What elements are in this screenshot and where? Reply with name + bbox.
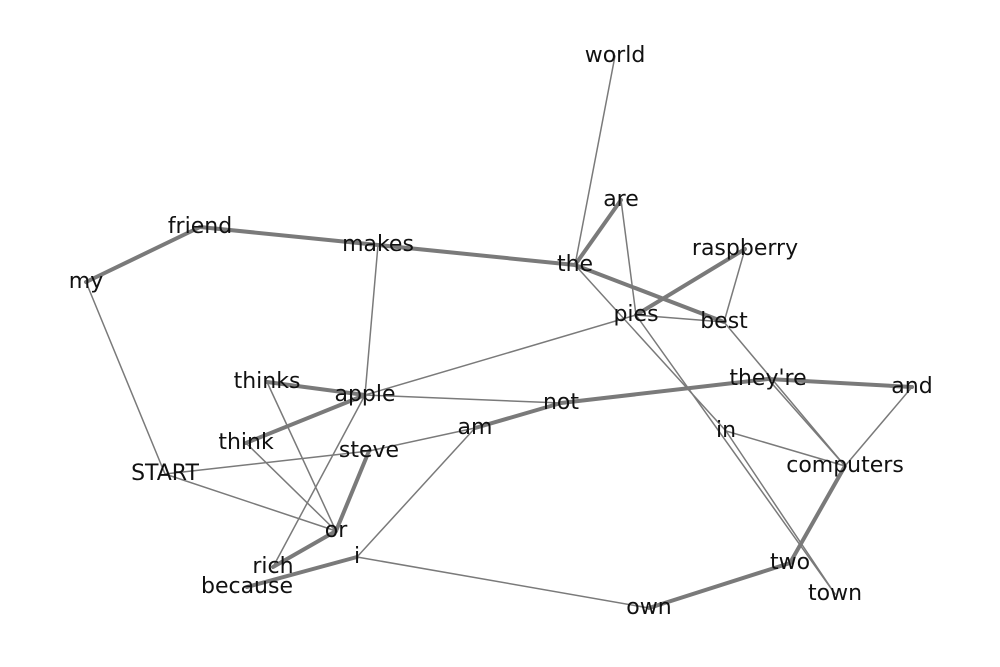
- edge-layer: [84, 55, 914, 610]
- edge-apple-not: [364, 394, 562, 404]
- node-label-i: i: [354, 544, 360, 569]
- edge-in-computers: [725, 430, 846, 467]
- edge-makes-apple: [364, 244, 379, 396]
- node-label-pies: pies: [613, 302, 658, 327]
- node-label-thinks: thinks: [234, 369, 301, 394]
- node-label-or: or: [325, 518, 348, 543]
- edge-theyre-and: [766, 377, 914, 389]
- edge-or-rich: [271, 529, 338, 569]
- node-label-because: because: [201, 574, 293, 599]
- node-label-computers: computers: [786, 453, 904, 478]
- edge-own-two: [647, 561, 792, 610]
- edge-i-own: [356, 556, 650, 609]
- edge-pies-apple: [364, 314, 637, 396]
- node-label-own: own: [626, 595, 671, 620]
- edge-not-am: [473, 401, 563, 430]
- edge-the-world: [574, 55, 616, 266]
- node-label-not: not: [543, 390, 579, 415]
- node-label-theyre: they're: [729, 366, 806, 391]
- edge-friend-makes: [198, 225, 380, 247]
- edge-START-or: [164, 473, 337, 532]
- edge-apple-rich: [272, 394, 366, 568]
- edge-am-i: [356, 427, 476, 558]
- edge-apple-think: [244, 393, 367, 445]
- node-label-steve: steve: [339, 438, 399, 463]
- node-label-are: are: [603, 187, 639, 212]
- edge-the-in: [574, 264, 727, 432]
- node-label-apple: apple: [334, 382, 395, 407]
- edge-not-theyre: [559, 377, 770, 405]
- edge-am-steve: [368, 427, 476, 452]
- edge-think-or: [245, 442, 337, 532]
- edge-pies-best: [635, 314, 725, 323]
- node-label-am: am: [458, 415, 493, 440]
- node-label-think: think: [218, 430, 274, 455]
- edge-thinks-apple: [265, 380, 367, 397]
- node-label-in: in: [716, 418, 736, 443]
- node-label-and: and: [891, 374, 932, 399]
- edge-are-pies: [620, 199, 637, 316]
- edge-my-friend: [84, 225, 202, 284]
- edge-makes-the: [376, 243, 577, 267]
- edge-i-because: [245, 555, 359, 589]
- edge-theyre-computers: [767, 378, 846, 467]
- edge-best-computers: [723, 321, 846, 467]
- edge-steve-or: [334, 449, 371, 533]
- node-label-start: START: [131, 461, 199, 486]
- node-label-makes: makes: [342, 232, 414, 257]
- edge-two-computers: [788, 464, 847, 565]
- node-label-world: world: [585, 43, 646, 68]
- edge-and-computers: [844, 386, 913, 467]
- node-label-raspberry: raspberry: [692, 236, 798, 261]
- edge-raspberry-pies: [634, 247, 747, 317]
- edge-pies-town: [635, 314, 836, 595]
- node-label-friend: friend: [168, 214, 232, 239]
- edge-the-are: [573, 198, 623, 267]
- node-label-best: best: [700, 309, 748, 334]
- node-label-town: town: [808, 581, 862, 606]
- edge-START-my: [85, 281, 166, 475]
- node-label-rich: rich: [252, 554, 293, 579]
- node-layer: world are raspberry friend makes the my pies bes…: [69, 43, 933, 620]
- edge-in-town: [725, 430, 836, 595]
- node-label-my: my: [69, 269, 103, 294]
- edge-raspberry-best: [723, 248, 746, 323]
- edge-thinks-or: [266, 381, 337, 532]
- edge-the-best: [573, 263, 726, 324]
- node-label-the: the: [557, 252, 593, 277]
- node-label-two: two: [770, 550, 810, 575]
